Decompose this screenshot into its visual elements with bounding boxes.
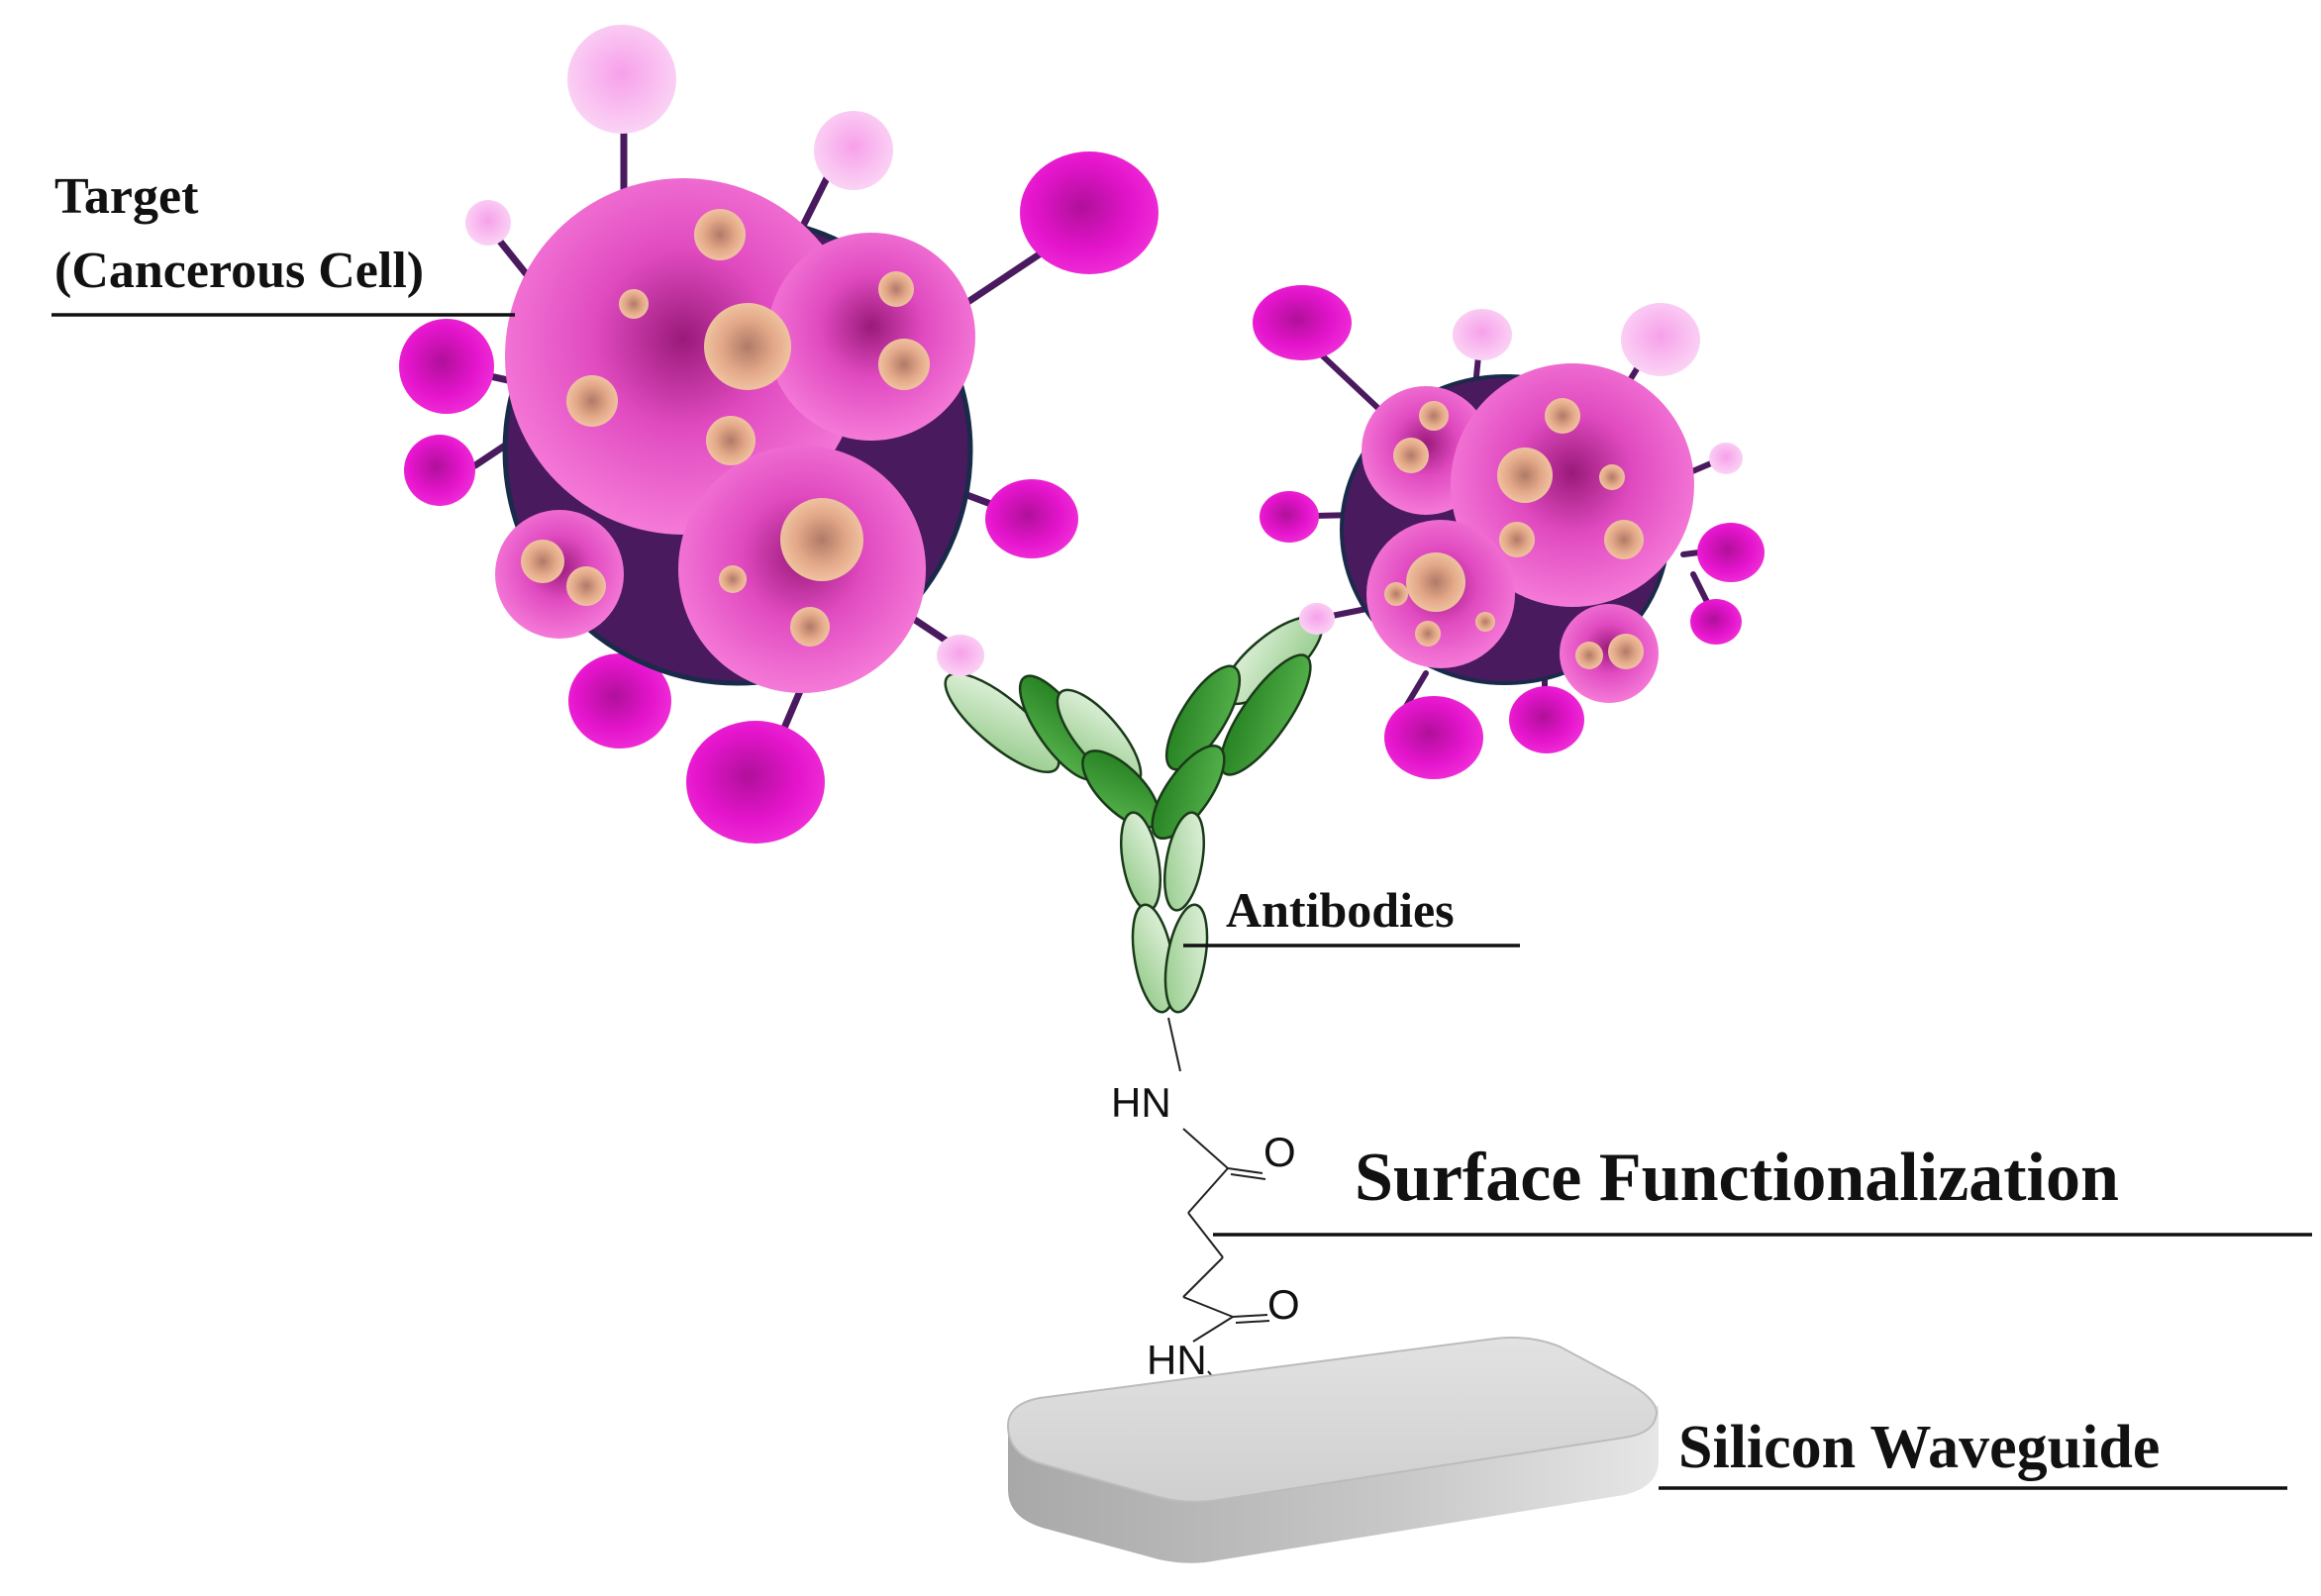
nh-top-label: HN xyxy=(1111,1079,1171,1126)
antibodies-label-text: Antibodies xyxy=(1226,882,1455,938)
surface-functionalization-label: Surface Functionalization xyxy=(1213,1140,2312,1237)
nh-bottom-label: HN xyxy=(1147,1337,1207,1383)
target-label-line1: Target xyxy=(54,168,199,225)
silicon-waveguide-text: Silicon Waveguide xyxy=(1678,1414,2160,1481)
linker-bonds xyxy=(1167,1017,1270,1402)
cancer-cell-left-icon xyxy=(399,25,1159,844)
surface-functionalization-text: Surface Functionalization xyxy=(1355,1140,2119,1216)
binding-site-right xyxy=(1299,603,1335,635)
waveguide-slab-icon xyxy=(1006,1337,1659,1563)
target-label: Target (Cancerous Cell) xyxy=(51,168,515,317)
o-top-label: O xyxy=(1263,1129,1296,1175)
o-bottom-label: O xyxy=(1267,1281,1300,1328)
cancer-cell-right-icon xyxy=(1253,285,1765,779)
silicon-waveguide-label: Silicon Waveguide xyxy=(1659,1414,2287,1490)
binding-site-left xyxy=(937,635,984,676)
antibody-icon xyxy=(944,615,1324,1014)
target-label-line2: (Cancerous Cell) xyxy=(54,243,424,299)
antibodies-label: Antibodies xyxy=(1183,882,1520,948)
